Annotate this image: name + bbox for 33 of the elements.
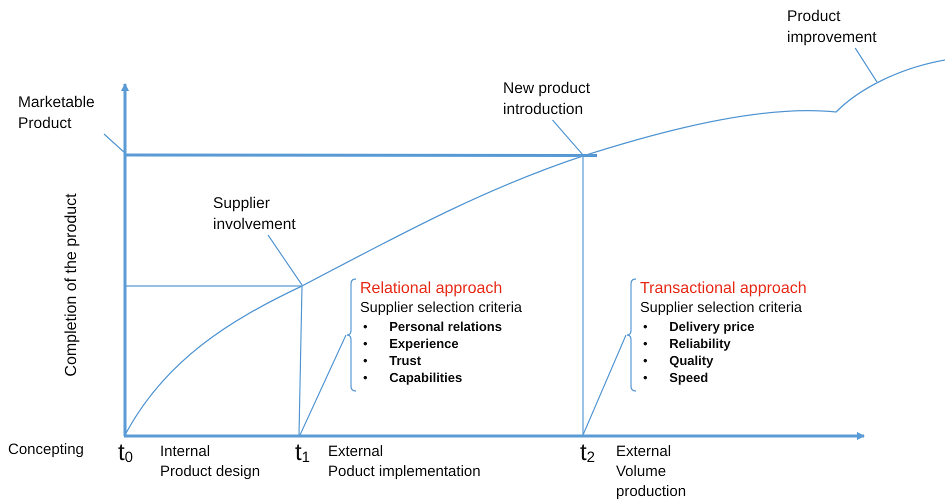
- approach-heading: Transactional approach: [640, 279, 808, 299]
- criteria-item: • Experience: [362, 335, 460, 352]
- phase-label: External: [616, 442, 672, 462]
- phase-label: Volume production: [616, 462, 688, 502]
- criteria-item: • Reliability: [642, 335, 732, 352]
- criteria-item: • Trust: [362, 352, 422, 369]
- callout-text: New product introduction: [503, 78, 613, 120]
- callout-text: Supplier involvement: [213, 193, 313, 235]
- leader-line: [299, 334, 347, 436]
- leader-line: [268, 234, 302, 286]
- callout-text: Marketable Product: [18, 92, 104, 134]
- leader-line: [552, 120, 584, 156]
- phase-label: Product design: [160, 462, 260, 482]
- criteria-item: • Speed: [642, 369, 710, 386]
- leader-line: [854, 48, 878, 82]
- time-point: t$_{0}$: [118, 440, 134, 468]
- criteria-item: • Delivery price: [642, 318, 756, 335]
- criteria-item: • Quality: [642, 352, 714, 369]
- time-point: t$_{1}$: [295, 440, 310, 468]
- stage-label: Concepting: [8, 440, 84, 460]
- phase-label: Poduct implementation: [328, 462, 481, 482]
- leader-line: [104, 134, 126, 154]
- phase-label: Internal: [160, 442, 210, 462]
- criteria-item: • Personal relations: [362, 318, 503, 335]
- callout-text: Product improvement: [787, 6, 897, 48]
- axis-title: Completion of the product: [62, 193, 81, 377]
- criteria-item: • Capabilities: [362, 369, 464, 386]
- criteria-heading: Supplier selection criteria: [360, 299, 523, 317]
- time-point: t$_{2}$: [580, 440, 596, 468]
- approach-heading: Relational approach: [360, 279, 504, 299]
- leader-line: [582, 334, 627, 436]
- criteria-heading: Supplier selection criteria: [640, 299, 803, 317]
- phase-label: External: [328, 442, 384, 462]
